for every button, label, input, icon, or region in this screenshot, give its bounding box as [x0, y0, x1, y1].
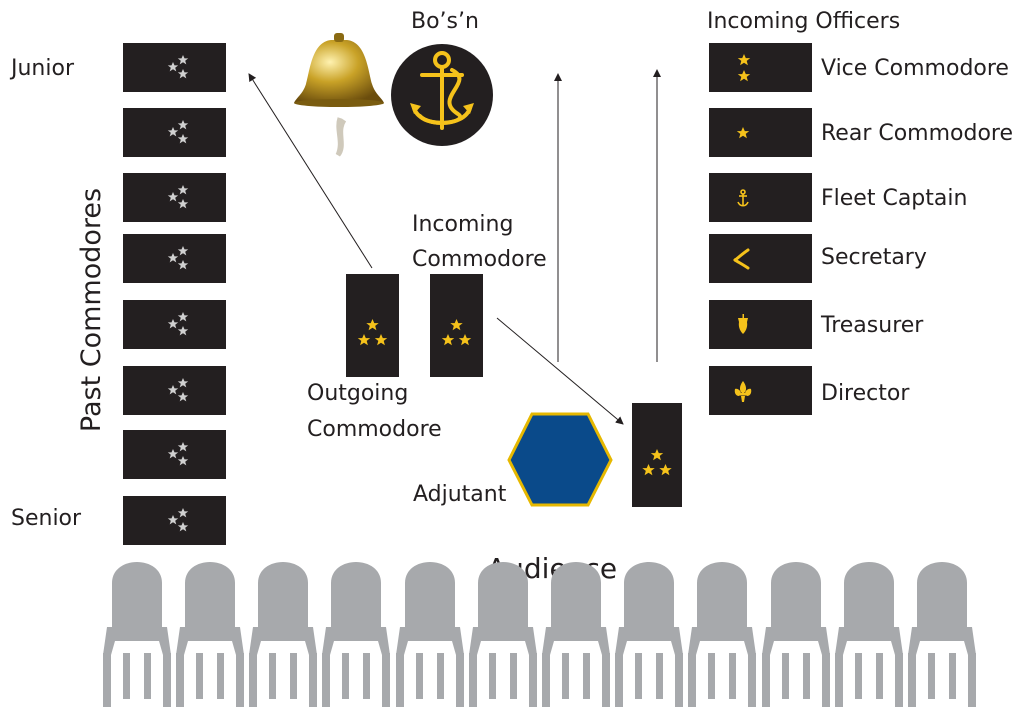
officer-flag-director — [709, 366, 812, 415]
officer-title-secretary: Secretary — [821, 245, 927, 270]
chair-icon — [835, 562, 903, 707]
arrow-outgoing-to-junior — [248, 73, 373, 269]
officer-title-fleet-captain: Fleet Captain — [821, 186, 968, 211]
chair-icon — [615, 562, 683, 707]
chair-icon — [762, 562, 830, 707]
chair-icon — [469, 562, 537, 707]
chair-icon — [688, 562, 756, 707]
incoming-officers-label: Incoming Officers — [707, 9, 901, 34]
incoming-commodore-label-line2: Commodore — [412, 247, 547, 272]
anchor-icon — [737, 189, 749, 207]
bosun-anchor-icon — [391, 44, 493, 146]
past-commodore-flag-2 — [123, 108, 226, 157]
chair-icon — [176, 562, 244, 707]
commodore-position-flag — [632, 403, 682, 507]
officer-flag-rear-commodore — [709, 108, 812, 157]
officer-flag-fleet-captain — [709, 173, 812, 222]
officer-flag-vice-commodore — [709, 43, 812, 92]
chair-icon — [542, 562, 610, 707]
past-commodore-flag-4 — [123, 234, 226, 283]
crossed-pens-icon — [733, 248, 750, 270]
officer-title-director: Director — [821, 381, 910, 406]
senior-label: Senior — [11, 506, 82, 531]
adjutant-label: Adjutant — [413, 482, 507, 507]
fleur-de-lis-icon — [734, 381, 752, 402]
outgoing-commodore-label-line2: Commodore — [307, 417, 442, 442]
officer-flag-treasurer — [709, 300, 812, 349]
audience-chairs — [103, 562, 976, 707]
incoming-commodore-label-line1: Incoming — [412, 212, 514, 237]
past-commodore-flag-6 — [123, 366, 226, 415]
adjutant-hexagon — [507, 412, 613, 507]
chair-icon — [908, 562, 976, 707]
incoming-commodore-flag — [430, 274, 483, 377]
junior-label: Junior — [11, 56, 74, 81]
chair-icon — [103, 562, 171, 707]
past-commodore-flags — [123, 43, 226, 545]
past-commodore-flag-3 — [123, 173, 226, 222]
arrow-incoming-to-position — [496, 317, 624, 425]
officer-title-treasurer: Treasurer — [821, 313, 924, 338]
movement-arrows — [248, 69, 661, 425]
officer-title-vice-commodore: Vice Commodore — [821, 56, 1009, 81]
incoming-officer-flags — [709, 43, 812, 415]
past-commodore-flag-5 — [123, 300, 226, 349]
acorn-icon — [738, 314, 748, 334]
chair-icon — [396, 562, 464, 707]
bosun-label: Bo’s’n — [411, 9, 479, 34]
chair-icon — [322, 562, 390, 707]
past-commodore-flag-8 — [123, 496, 226, 545]
bell-icon — [294, 33, 384, 157]
outgoing-commodore-label-line1: Outgoing — [307, 381, 409, 406]
past-commodore-flag-1 — [123, 43, 226, 92]
outgoing-commodore-flag — [346, 274, 399, 377]
chair-icon — [249, 562, 317, 707]
officer-flag-secretary — [709, 234, 812, 283]
past-commodore-flag-7 — [123, 430, 226, 479]
officer-title-rear-commodore: Rear Commodore — [821, 121, 1013, 146]
